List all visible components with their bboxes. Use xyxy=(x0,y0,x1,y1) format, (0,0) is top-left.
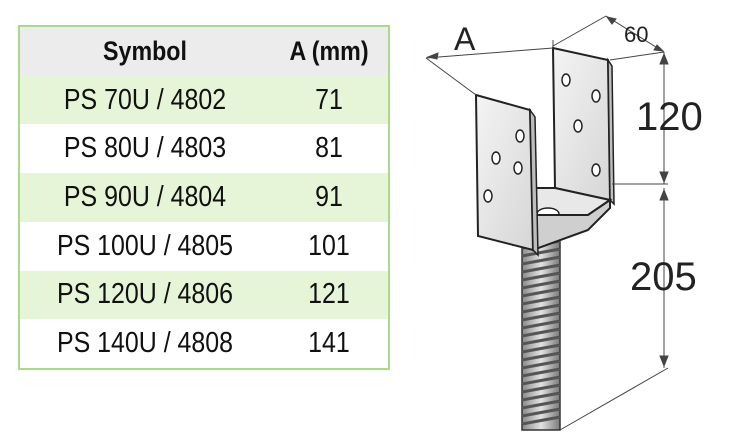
table-row: PS 100U / 4805 101 xyxy=(20,221,388,271)
label-height-205: 205 xyxy=(630,255,697,299)
table-row: PS 140U / 4808 141 xyxy=(20,319,388,369)
symbol-cell: PS 100U / 4805 xyxy=(56,229,234,262)
front-plate xyxy=(474,93,539,257)
table-row: PS 90U / 4804 91 xyxy=(20,173,388,222)
a-value-cell: 101 xyxy=(308,229,350,262)
a-value-cell: 91 xyxy=(315,181,343,214)
table-header-row: Symbol A (mm) xyxy=(20,27,388,76)
symbol-cell: PS 140U / 4808 xyxy=(56,327,234,360)
base-plate xyxy=(532,187,613,252)
label-width-60: 60 xyxy=(624,22,648,47)
table-row: PS 80U / 4803 81 xyxy=(20,124,388,174)
table-row: PS 70U / 4802 71 xyxy=(20,75,388,125)
symbol-cell: PS 90U / 4804 xyxy=(63,181,227,214)
a-value-cell: 141 xyxy=(308,327,350,360)
header-a-mm: A (mm) xyxy=(289,35,369,66)
dimension-lines xyxy=(425,15,669,431)
back-plate xyxy=(551,46,615,206)
symbol-cell: PS 70U / 4802 xyxy=(63,83,227,116)
label-height-120: 120 xyxy=(636,95,703,139)
a-value-cell: 71 xyxy=(315,83,343,116)
a-value-cell: 81 xyxy=(315,132,343,165)
table-row: PS 120U / 4806 121 xyxy=(20,270,388,320)
size-table: Symbol A (mm) PS 70U / 4802 71 PS 80U / … xyxy=(18,25,390,370)
a-value-cell: 121 xyxy=(308,278,350,311)
symbol-cell: PS 80U / 4803 xyxy=(63,132,227,165)
header-symbol: Symbol xyxy=(103,35,187,66)
threaded-rod xyxy=(521,237,561,431)
label-a: A xyxy=(454,21,476,57)
symbol-cell: PS 120U / 4806 xyxy=(56,278,234,311)
